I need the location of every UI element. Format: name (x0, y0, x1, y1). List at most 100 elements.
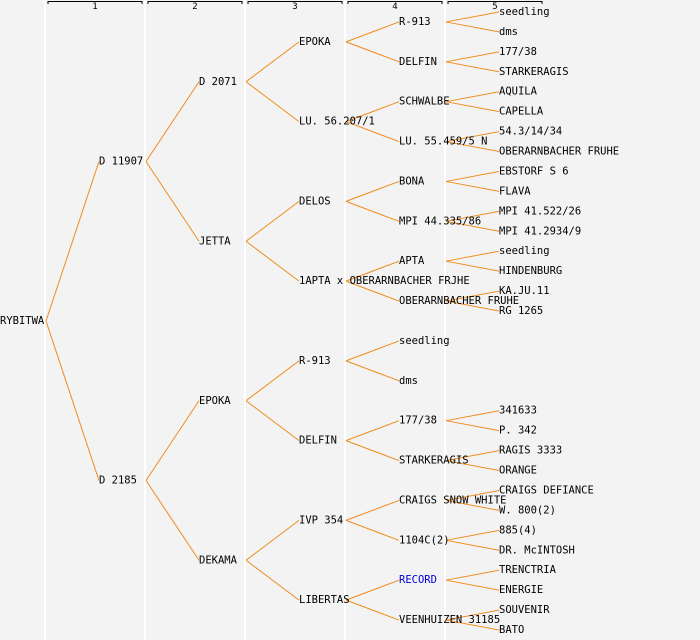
ancestor-label: DEKAMA (199, 554, 238, 566)
ancestor-label: ORANGE (499, 465, 537, 477)
pedigree-edge (445, 131, 500, 143)
pedigree-edge (445, 489, 500, 501)
pedigree-edge (345, 180, 400, 202)
ancestor-label: BONA (399, 175, 425, 187)
ancestor-label: IVP 354 (299, 514, 343, 526)
pedigree-edge (445, 460, 500, 472)
pedigree-edge (345, 440, 400, 462)
pedigree-edge (445, 609, 500, 621)
ancestor-label: RAGIS 3333 (499, 445, 562, 457)
ancestor-label: 54.3/14/34 (499, 126, 562, 138)
ancestor-label: EPOKA (199, 395, 231, 407)
ancestor-label: CRAIGS DEFIANCE (499, 484, 594, 496)
pedigree-edge (245, 200, 300, 242)
pedigree-edge (245, 559, 300, 601)
ancestor-label: RG 1265 (499, 305, 543, 317)
pedigree-edge (445, 180, 500, 192)
pedigree-edge (245, 360, 300, 402)
subject-variety: RYBITWA (0, 315, 45, 327)
pedigree-edge (345, 121, 400, 143)
pedigree-edge (245, 240, 300, 282)
ancestor-label: JETTA (199, 235, 231, 247)
ancestor-label: seedling (399, 335, 450, 347)
ancestor-label: ENERGIE (499, 584, 543, 596)
ancestor-label: D 2185 (99, 475, 137, 487)
pedigree-edge (445, 11, 500, 23)
pedigree-edge (445, 579, 500, 591)
ancestor-label: dms (499, 26, 518, 38)
pedigree-edge (145, 161, 200, 242)
pedigree-edge (345, 200, 400, 222)
ancestor-label: KA.JU.11 (499, 285, 550, 297)
ancestor-label: CAPELLA (499, 106, 544, 118)
pedigree-edge (445, 210, 500, 222)
ancestor-label: MPI 41.2934/9 (499, 225, 581, 237)
ancestor-label: seedling (499, 245, 550, 257)
ancestor-label: VEENHUIZEN 31185 (399, 614, 500, 626)
pedigree-edge (445, 61, 500, 73)
ancestor-label: AQUILA (499, 86, 538, 98)
pedigree-edge (345, 579, 400, 601)
pedigree-edge (445, 290, 500, 302)
ancestor-label: STARKERAGIS (399, 455, 469, 467)
ancestor-label: R-913 (299, 355, 331, 367)
generation-bracket (347, 1, 443, 4)
pedigree-edge (445, 250, 500, 262)
pedigree-edge (245, 519, 300, 561)
generation-number: 5 (492, 2, 497, 12)
pedigree-edge (145, 400, 200, 481)
ancestor-label: MPI 44.335/86 (399, 215, 481, 227)
ancestor-label: DELFIN (299, 435, 337, 447)
pedigree-edge (245, 81, 300, 123)
generation-bracket (447, 1, 543, 4)
ancestor-label: DR. McINTOSH (499, 544, 575, 556)
generation-number: 1 (92, 2, 97, 12)
ancestor-label: EPOKA (299, 36, 331, 48)
pedigree-edge (445, 101, 500, 113)
pedigree-edge (345, 340, 400, 362)
ancestor-label: EBSTORF S 6 (499, 165, 569, 177)
ancestor-label: MPI 41.522/26 (499, 205, 581, 217)
pedigree-edge (345, 101, 400, 123)
ancestor-label: STARKERAGIS (499, 66, 569, 78)
ancestor-label: DELOS (299, 195, 331, 207)
pedigree-edge (445, 220, 500, 232)
generation-bracket (147, 1, 243, 4)
pedigree-edge (345, 519, 400, 541)
ancestor-label: CRAIGS SNOW WHITE (399, 494, 506, 506)
ancestor-label: TRENCTRIA (499, 564, 557, 576)
ancestor-label: 177/38 (399, 415, 437, 427)
ancestor-label: DELFIN (399, 56, 437, 68)
pedigree-edge (445, 529, 500, 541)
ancestor-label: APTA (399, 255, 425, 267)
pedigree-edge (345, 499, 400, 521)
pedigree-edge (345, 360, 400, 382)
generation-bracket (247, 1, 343, 4)
ancestor-label[interactable]: RECORD (399, 574, 437, 586)
pedigree-edge (445, 300, 500, 312)
ancestor-label: LU. 55.459/5 N (399, 136, 488, 148)
generation-number: 2 (192, 2, 197, 12)
ancestor-label: OBERARNBACHER FRUHE (499, 146, 619, 158)
pedigree-edge (245, 400, 300, 442)
ancestor-label: D 2071 (199, 76, 237, 88)
ancestor-label: seedling (499, 6, 550, 18)
pedigree-edge (145, 480, 200, 561)
pedigree-edge (345, 420, 400, 442)
column-dividers (44, 0, 446, 640)
pedigree-edge (445, 51, 500, 63)
ancestor-label: W. 800(2) (499, 504, 556, 516)
generation-number: 4 (392, 2, 397, 12)
pedigree-edge (445, 499, 500, 511)
pedigree-edge (345, 21, 400, 43)
ancestor-label: P. 342 (499, 425, 537, 437)
pedigree-edge (245, 41, 300, 83)
pedigree-edge (345, 599, 400, 621)
pedigree-edges (45, 11, 500, 631)
generation-bracket (47, 1, 143, 4)
pedigree-edge (345, 260, 400, 282)
ancestor-label: SCHWALBE (399, 96, 450, 108)
ancestor-label: 885(4) (499, 524, 537, 536)
